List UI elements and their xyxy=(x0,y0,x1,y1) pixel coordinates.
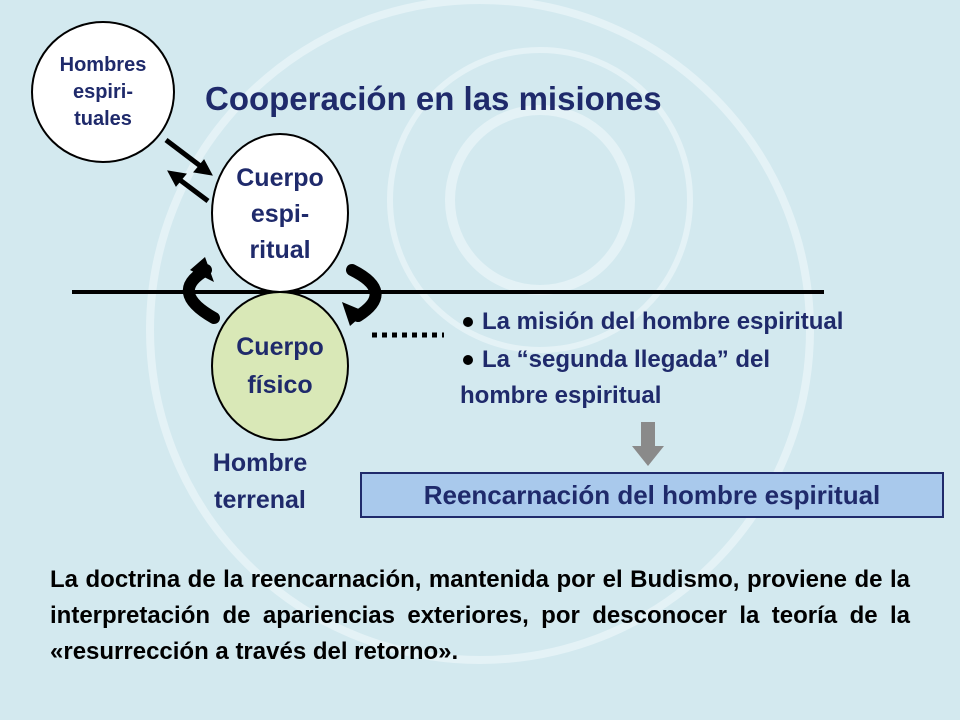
mission-item-2-continuation: hombre espiritual xyxy=(460,382,662,409)
reincarnation-box: Reencarnación del hombre espiritual xyxy=(360,472,944,518)
cycle-arrow-right xyxy=(342,264,382,326)
cycle-arrow-left xyxy=(182,257,220,324)
spiritual-men-label: Hombres espiri- tuales xyxy=(59,53,147,130)
bullet-dot xyxy=(463,355,473,365)
doctrine-paragraph: La doctrina de la reencarnación, manteni… xyxy=(50,566,910,665)
spiritual-body-label: Cuerpo espi- ritual xyxy=(236,164,324,264)
spiritual-men-oval xyxy=(31,21,175,163)
mission-item-1: La misión del hombre espiritual xyxy=(482,308,844,335)
page-title: Cooperación en las misiones xyxy=(205,80,662,117)
physical-body-label: Cuerpo físico xyxy=(236,333,324,399)
mission-item-2: La “segunda llegada” del xyxy=(482,346,771,373)
physical-body-oval xyxy=(211,291,349,441)
exchange-arrows xyxy=(164,138,213,203)
down-arrow xyxy=(632,422,664,466)
bullet-dot xyxy=(463,317,473,327)
earthly-man-label: Hombre terrenal xyxy=(212,449,308,514)
